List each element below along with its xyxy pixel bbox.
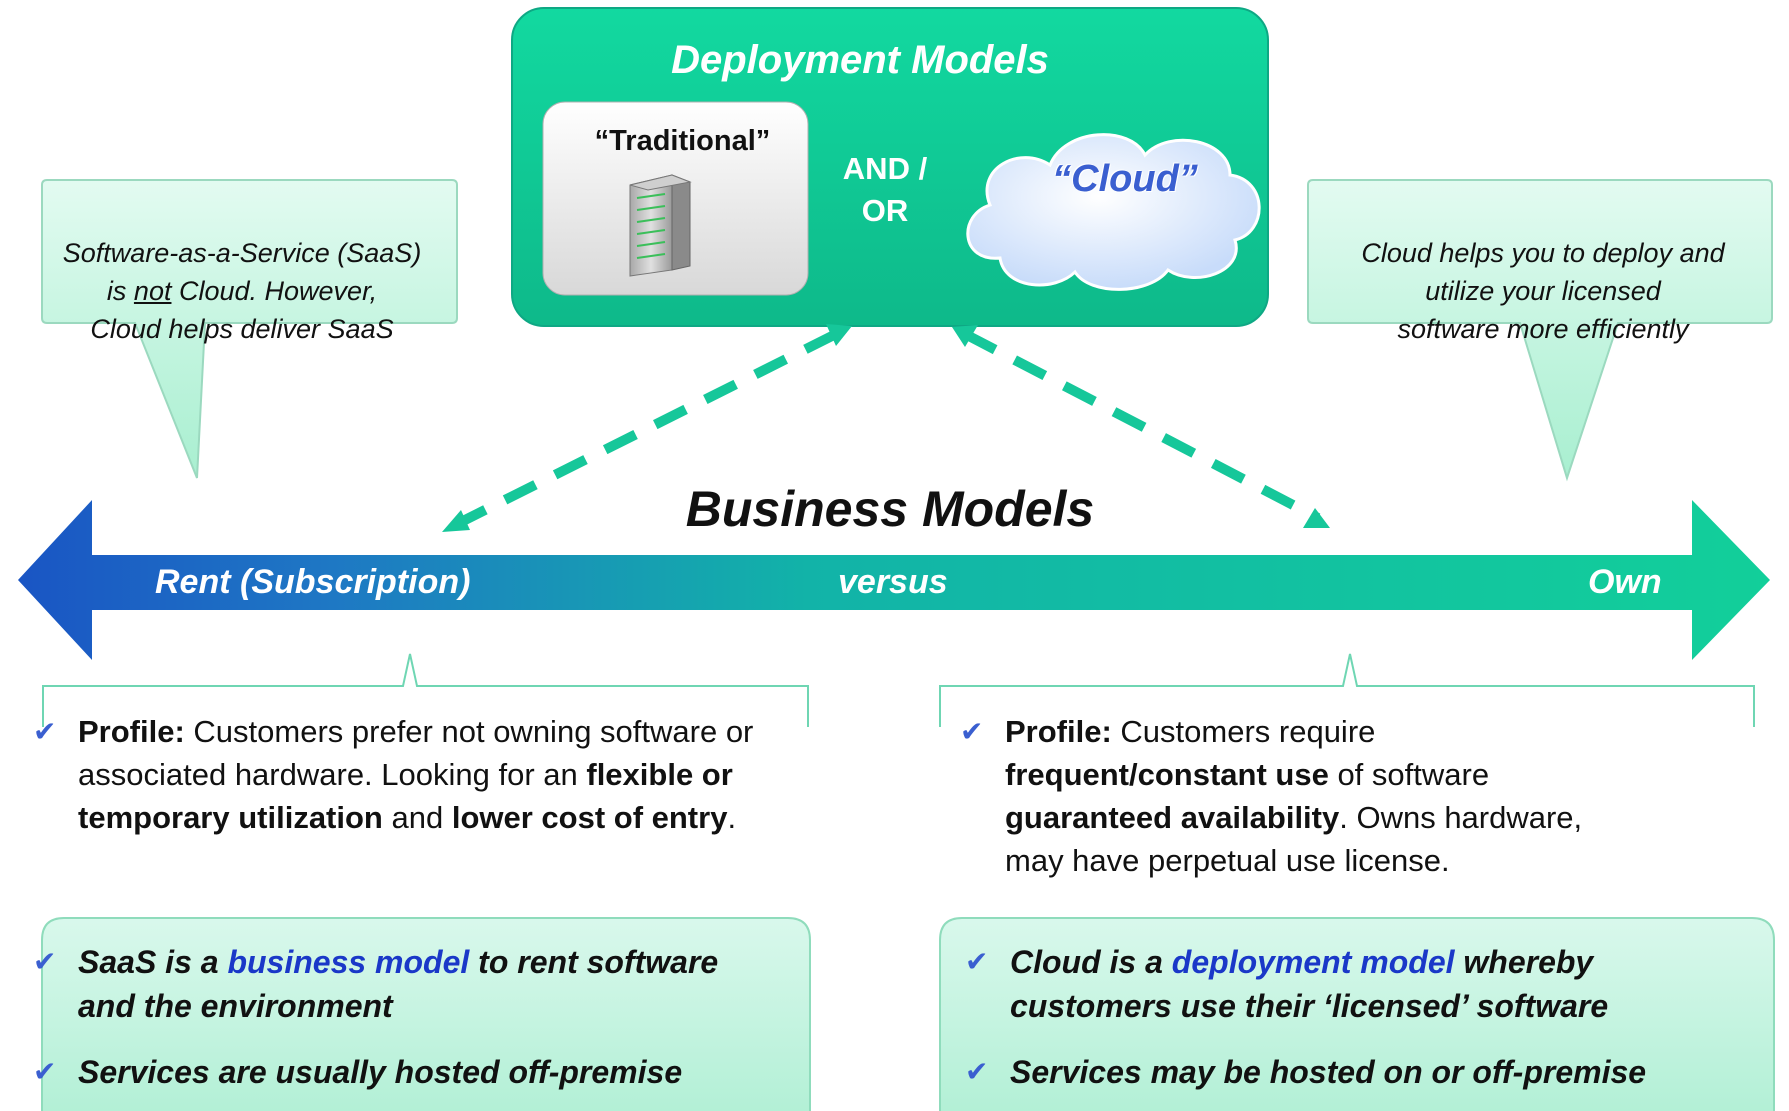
traditional-label: “Traditional” — [594, 125, 771, 157]
note-left-item2: ✔ Services are usually hosted off-premis… — [33, 1050, 798, 1094]
dashed-arrow-left — [452, 327, 843, 530]
note-right-item2-text: Services may be hosted on or off-premise — [1010, 1054, 1647, 1090]
profile-right-bold3: guaranteed availability — [1005, 800, 1340, 835]
arrowhead-right-up — [952, 325, 978, 347]
note-left-item1-post: to rent software and the environment — [78, 944, 719, 1024]
check-icon: ✔ — [33, 716, 57, 747]
and-or-line2: OR — [861, 193, 909, 228]
profile-left-text: Profile: Customers prefer not owning sof… — [78, 710, 778, 839]
profile-left-bold3: lower cost of entry — [451, 800, 728, 835]
check-icon: ✔ — [33, 946, 57, 977]
callout-right-text: Cloud helps you to deploy and utilize yo… — [1318, 234, 1768, 348]
profile-left: ✔ Profile: Customers prefer not owning s… — [33, 710, 778, 839]
profile-left-text1: Customers prefer not owning software or … — [78, 714, 754, 792]
callout-left-text: Software-as-a-Service (SaaS) is not Clou… — [22, 234, 462, 348]
callout-right-bubble — [1307, 179, 1773, 482]
note-box-right — [939, 917, 1775, 1111]
profile-left-text2: and — [382, 800, 452, 835]
deployment-models-title: Deployment Models — [671, 38, 1049, 82]
note-right-item1-pre: Cloud is a — [1010, 944, 1172, 980]
brace-right — [939, 653, 1755, 727]
callout-left-line1: Software-as-a-Service (SaaS) — [62, 238, 422, 268]
arrowhead-left-up — [826, 324, 852, 346]
profile-left-bold2: flexible or temporary utilization — [78, 757, 733, 835]
callout-left-underlined: not — [133, 276, 172, 306]
callout-right-line2: utilize your licensed — [1425, 276, 1661, 306]
note-right-item2: ✔ Services may be hosted on or off-premi… — [965, 1050, 1770, 1094]
callout-right-line3: software more efficiently — [1397, 314, 1689, 344]
callout-left-bubble — [41, 179, 458, 479]
check-icon: ✔ — [965, 946, 989, 977]
profile-right-text1: Customers require — [1111, 714, 1376, 749]
note-right-item1-post: whereby customers use their ‘licensed’ s… — [1010, 944, 1609, 1024]
profile-right-bold1: Profile: — [1005, 714, 1112, 749]
business-models-title: Business Models — [685, 481, 1095, 537]
note-left-item1: ✔ SaaS is a business model to rent softw… — [33, 940, 778, 1028]
callout-left-line2-pre: is — [106, 276, 134, 306]
profile-right-text3: . Owns hardware, may have perpetual use … — [1005, 800, 1583, 878]
cloud-shape — [966, 133, 1261, 291]
note-box-left — [41, 917, 811, 1111]
brace-left — [42, 653, 809, 727]
server-tower-icon — [629, 174, 692, 277]
callout-right-line1: Cloud helps you to deploy and — [1361, 238, 1725, 268]
callout-left-line2: is not Cloud. However, — [22, 272, 462, 310]
note-left-item1-pre: SaaS is a — [78, 944, 228, 980]
check-icon: ✔ — [960, 716, 984, 747]
profile-left-bold1: Profile: — [78, 714, 185, 749]
versus-label: versus — [838, 563, 948, 601]
note-right-item1-highlight: deployment model — [1171, 944, 1455, 980]
arrowhead-right-down — [1303, 508, 1330, 528]
cloud-label: “Cloud” — [1052, 158, 1198, 200]
note-left-item2-text: Services are usually hosted off-premise — [78, 1054, 683, 1090]
callout-left-line3: Cloud helps deliver SaaS — [90, 314, 394, 344]
profile-left-text3: . — [727, 800, 737, 835]
profile-right-text2: of software — [1328, 757, 1490, 792]
check-icon: ✔ — [965, 1056, 989, 1087]
arrowhead-left-down — [442, 510, 470, 532]
rent-label: Rent (Subscription) — [155, 563, 471, 601]
profile-right: ✔ Profile: Customers require frequent/co… — [960, 710, 1645, 882]
dashed-arrow-right — [962, 329, 1321, 523]
own-label: Own — [1588, 563, 1662, 601]
callout-left-line2-post: Cloud. However, — [171, 276, 378, 306]
note-left-item1-highlight: business model — [227, 944, 470, 980]
profile-right-text: Profile: Customers require frequent/cons… — [1005, 710, 1645, 882]
and-or-label: AND / OR — [825, 148, 945, 232]
profile-right-bold2: frequent/constant use — [1005, 757, 1329, 792]
and-or-line1: AND / — [842, 151, 928, 186]
check-icon: ✔ — [33, 1056, 57, 1087]
business-models-arrow — [18, 500, 1770, 660]
note-right-item1: ✔ Cloud is a deployment model whereby cu… — [965, 940, 1730, 1028]
